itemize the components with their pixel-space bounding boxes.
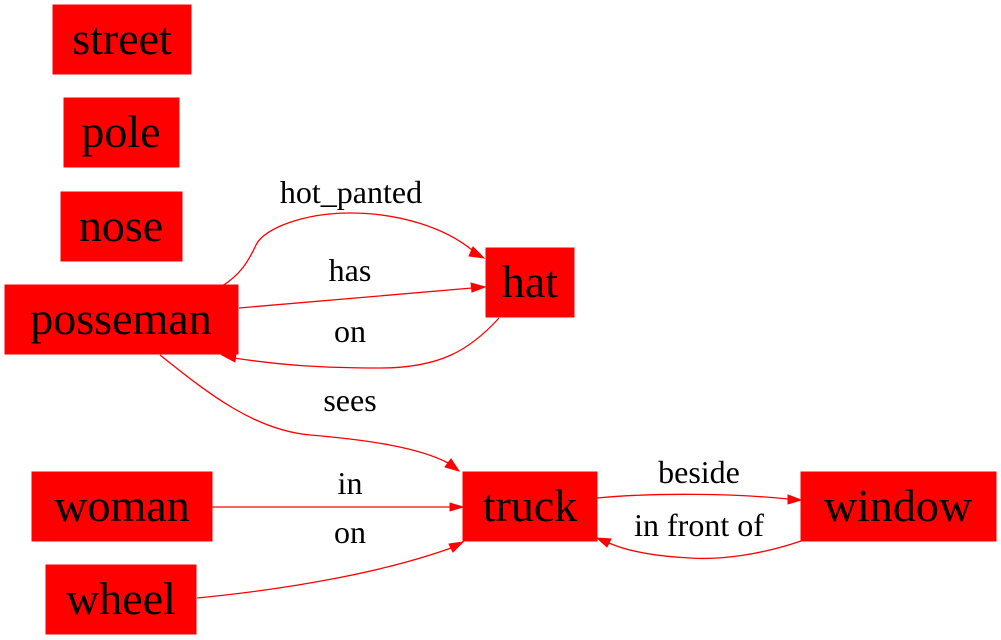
edge-line	[608, 540, 802, 560]
node-wheel: wheel	[45, 564, 197, 635]
node-box	[485, 247, 575, 318]
edge-posseman-truck-sees: sees	[159, 354, 461, 472]
node-box	[60, 191, 183, 262]
arrowhead	[468, 246, 486, 259]
node-label: wheel	[66, 573, 176, 624]
arrowhead	[444, 458, 461, 472]
node-box	[31, 471, 213, 542]
edge-wheel-truck-on: on	[196, 514, 465, 599]
edge-truck-window-beside: beside	[596, 454, 803, 505]
edge-label: beside	[658, 454, 740, 490]
node-woman: woman	[31, 471, 213, 542]
edge-line	[159, 354, 449, 464]
edge-label: in	[338, 465, 363, 501]
edge-line	[596, 493, 789, 500]
edge-label: on	[334, 514, 366, 550]
node-hat: hat	[485, 247, 575, 318]
edge-posseman-hat-hot-panted: hot_panted	[221, 174, 486, 287]
arrowhead	[470, 282, 487, 293]
arrowhead	[595, 537, 612, 548]
edge-line	[233, 317, 500, 369]
node-posseman: posseman	[4, 284, 239, 355]
node-label: pole	[81, 106, 160, 157]
arrowhead	[449, 502, 465, 512]
node-label: posseman	[30, 293, 211, 344]
edge-label: on	[334, 313, 366, 349]
node-label: hat	[502, 256, 558, 307]
node-label: window	[824, 480, 973, 531]
node-pole: pole	[63, 97, 180, 168]
node-label: woman	[54, 480, 189, 531]
node-label: street	[72, 13, 172, 64]
edge-posseman-hat-has: has	[238, 252, 487, 309]
node-label: nose	[79, 200, 163, 251]
node-box	[4, 284, 239, 355]
arrowhead	[787, 494, 803, 505]
edge-line	[196, 547, 452, 599]
node-box	[45, 564, 197, 635]
node-window: window	[800, 471, 997, 542]
edge-label: in front of	[634, 507, 764, 543]
node-label: truck	[483, 480, 578, 531]
node-box	[462, 471, 598, 542]
node-nose: nose	[60, 191, 183, 262]
arrowhead	[448, 541, 465, 553]
edge-line	[238, 287, 473, 309]
edge-line	[221, 212, 473, 287]
node-box	[63, 97, 180, 168]
edge-window-truck-in-front-of: in front of	[595, 507, 802, 560]
node-box	[52, 4, 192, 75]
node-box	[800, 471, 997, 542]
edge-woman-truck-in: in	[212, 465, 465, 512]
node-street: street	[52, 4, 192, 75]
edge-label: sees	[323, 382, 376, 418]
edge-label: hot_panted	[280, 174, 422, 210]
edge-hat-posseman-on: on	[220, 313, 500, 369]
node-truck: truck	[462, 471, 598, 542]
edge-label: has	[329, 252, 372, 288]
